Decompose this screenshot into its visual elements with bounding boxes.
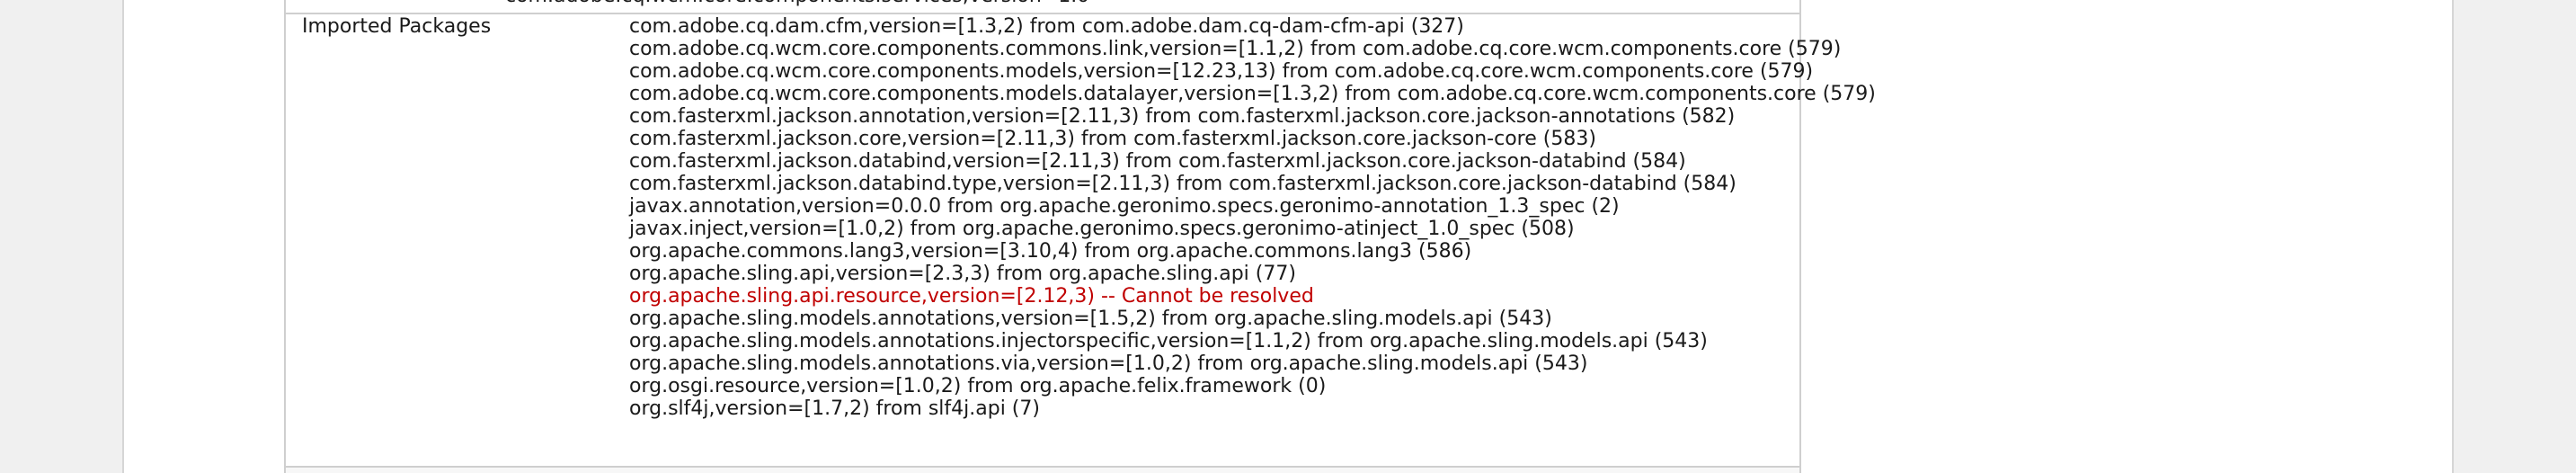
previous-row-value: com.adobe.cq.wcm.core.components.service…: [505, 0, 1089, 7]
imported-packages-list: com.adobe.cq.dam.cfm,version=[1.3,2) fro…: [629, 15, 1959, 420]
imported-package-item: org.slf4j,version=[1.7,2) from slf4j.api…: [629, 397, 1040, 420]
imported-package-item: org.apache.sling.api,version=[2.3,3) fro…: [629, 263, 1296, 285]
imported-package-item: org.osgi.resource,version=[1.0,2) from o…: [629, 375, 1327, 397]
imported-packages-label: Imported Packages: [302, 15, 492, 38]
imported-package-item: javax.annotation,version=0.0.0 from org.…: [629, 195, 1620, 218]
bundle-properties-table: com.adobe.cq.wcm.core.components.service…: [284, 0, 1876, 473]
imported-package-unresolved: org.apache.sling.api.resource,version=[2…: [629, 285, 1314, 308]
imported-package-item: org.apache.sling.models.annotations,vers…: [629, 308, 1552, 330]
imported-package-item: com.fasterxml.jackson.databind.type,vers…: [629, 173, 1737, 195]
next-row: [286, 466, 1799, 473]
imported-package-item: org.apache.sling.models.annotations.inje…: [629, 330, 1708, 353]
imported-package-item: com.adobe.cq.dam.cfm,version=[1.3,2) fro…: [629, 15, 1464, 38]
previous-row: com.adobe.cq.wcm.core.components.service…: [286, 0, 1799, 14]
imported-package-item: com.fasterxml.jackson.annotation,version…: [629, 105, 1736, 128]
imported-package-item: javax.inject,version=[1.0,2) from org.ap…: [629, 218, 1575, 240]
imported-package-item: com.fasterxml.jackson.core,version=[2.11…: [629, 128, 1596, 150]
imported-package-item: com.adobe.cq.wcm.core.components.commons…: [629, 38, 1842, 60]
imported-package-item: com.adobe.cq.wcm.core.components.models,…: [629, 60, 1814, 83]
imported-package-item: com.fasterxml.jackson.databind,version=[…: [629, 150, 1686, 173]
imported-package-item: com.adobe.cq.wcm.core.components.models.…: [629, 83, 1876, 105]
imported-package-item: org.apache.commons.lang3,version=[3.10,4…: [629, 240, 1472, 263]
content-panel: com.adobe.cq.wcm.core.components.service…: [122, 0, 2454, 473]
imported-package-item: org.apache.sling.models.annotations.via,…: [629, 353, 1588, 375]
